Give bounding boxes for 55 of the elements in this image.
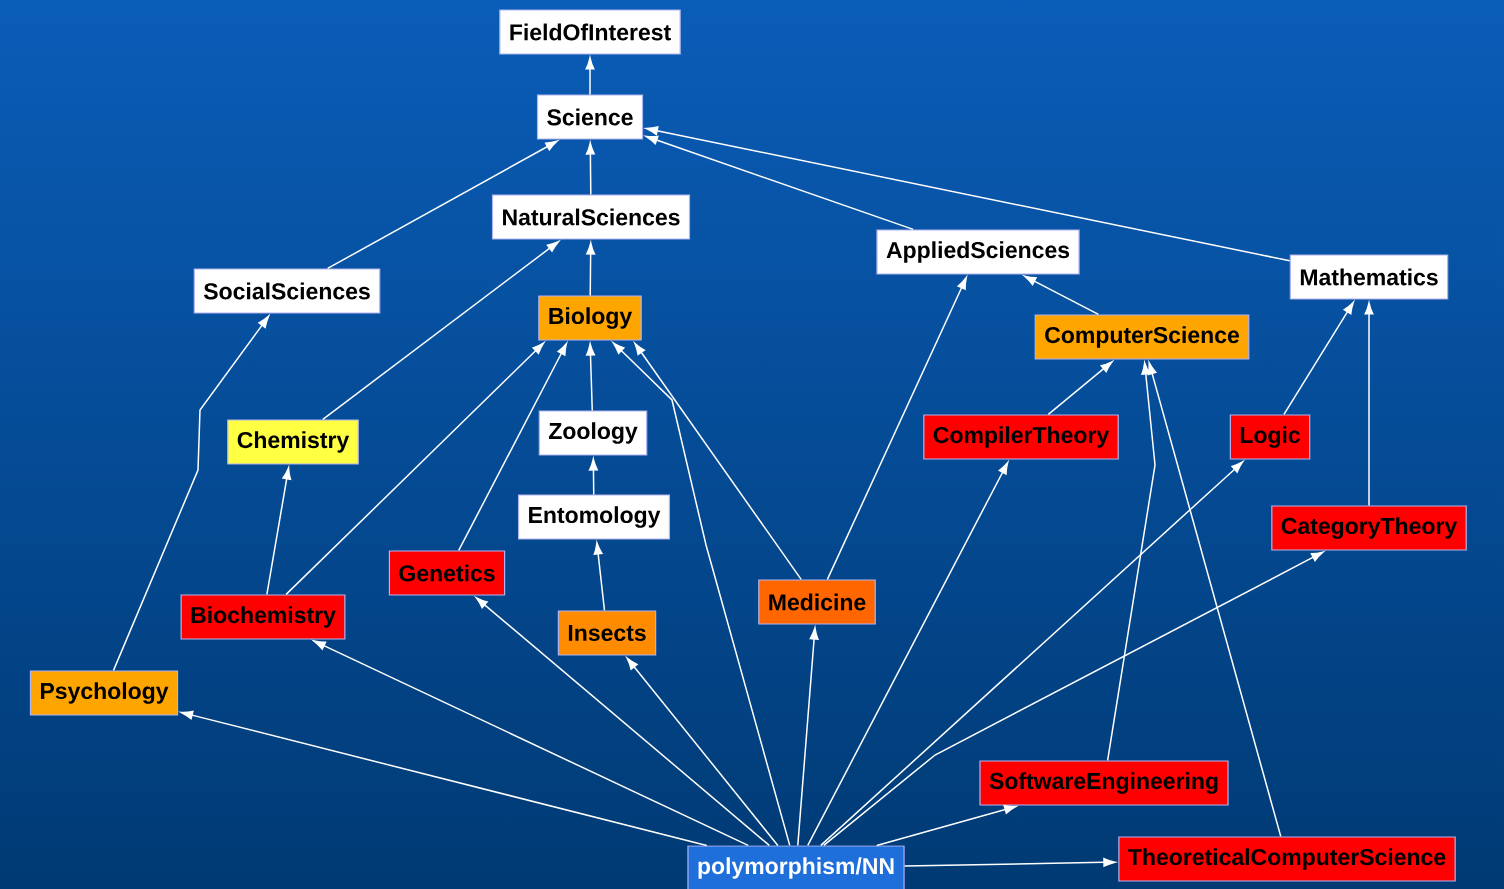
arrow xyxy=(322,240,560,421)
concept-box: FieldOfInterest xyxy=(499,9,681,55)
arrow xyxy=(634,342,802,581)
concept-box: Entomology xyxy=(517,494,671,540)
arrow xyxy=(876,805,1017,847)
arrow xyxy=(903,857,1116,867)
concept-box: Medicine xyxy=(758,579,876,625)
concept-box: TheoreticalComputerScience xyxy=(1118,836,1456,882)
arrow xyxy=(823,551,1324,847)
concept-box: AppliedSciences xyxy=(876,229,1080,275)
arrow xyxy=(645,135,914,231)
arrow xyxy=(112,315,270,672)
arrow xyxy=(797,627,819,847)
arrow xyxy=(1147,362,1282,838)
arrow xyxy=(807,461,1009,847)
arrow xyxy=(586,242,596,297)
concept-box: Chemistry xyxy=(227,419,359,465)
arrow xyxy=(1283,301,1354,416)
arrow xyxy=(458,342,568,552)
arrow xyxy=(645,126,1291,262)
concept-box: Insects xyxy=(557,610,657,656)
arrow xyxy=(585,343,595,412)
arrow xyxy=(593,542,606,612)
arrow xyxy=(1023,275,1100,316)
arrow xyxy=(612,342,791,847)
concept-box: ComputerScience xyxy=(1034,314,1250,360)
arrow xyxy=(588,458,598,496)
concept-box: Mathematics xyxy=(1289,254,1449,300)
concept-box: CompilerTheory xyxy=(923,414,1119,460)
arrow xyxy=(1106,362,1156,762)
concept-box: Science xyxy=(536,94,644,140)
arrow xyxy=(313,640,749,847)
concept-box: polymorphism/NN xyxy=(687,845,905,889)
concept-box: Psychology xyxy=(29,670,179,716)
arrow xyxy=(475,597,771,847)
arrow xyxy=(826,277,967,581)
concept-box: Biochemistry xyxy=(180,594,346,640)
concept-box: NaturalSciences xyxy=(491,194,691,240)
arrow xyxy=(820,461,1244,847)
concept-box: SoftwareEngineering xyxy=(979,760,1229,806)
concept-box: Genetics xyxy=(388,550,506,596)
concept-box: Zoology xyxy=(538,410,648,456)
concept-box: Biology xyxy=(538,295,642,341)
arrow xyxy=(326,140,558,270)
concept-box: SocialSciences xyxy=(193,268,381,314)
arrow xyxy=(585,142,595,196)
arrow xyxy=(626,657,779,847)
arrow xyxy=(266,467,292,596)
arrow xyxy=(180,710,708,847)
concept-box: CategoryTheory xyxy=(1271,505,1467,551)
concept-box: Logic xyxy=(1229,414,1311,460)
arrow xyxy=(285,342,545,596)
arrow xyxy=(585,57,595,96)
arrow xyxy=(1047,361,1113,416)
arrow xyxy=(1364,302,1374,507)
